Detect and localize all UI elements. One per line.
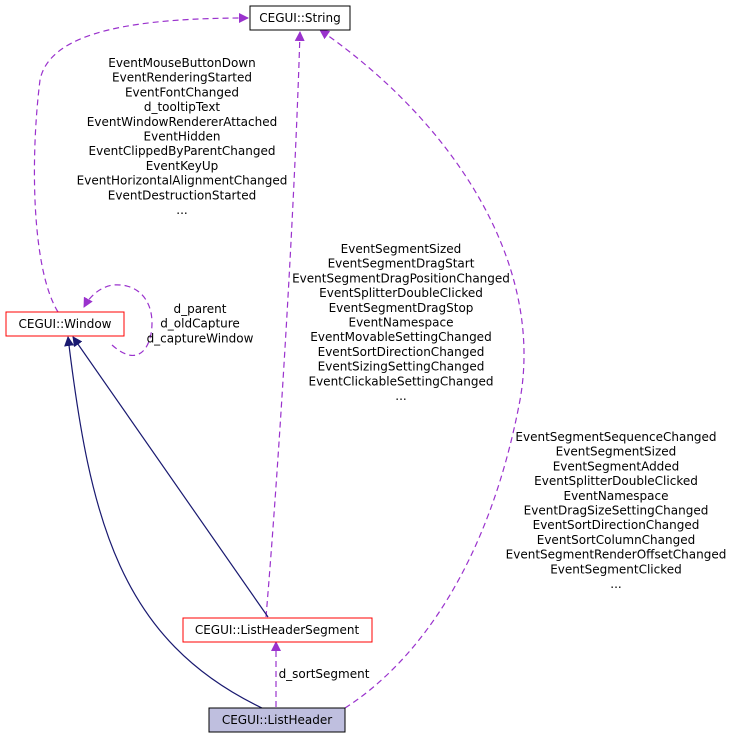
node-window-label: CEGUI::Window xyxy=(19,317,112,331)
label-line: EventSegmentAdded xyxy=(553,459,680,473)
node-list-header[interactable]: CEGUI::ListHeader xyxy=(208,707,346,733)
label-line: EventNamespace xyxy=(564,489,669,503)
label-line: EventSplitterDoubleClicked xyxy=(534,474,698,488)
node-string-label: CEGUI::String xyxy=(259,11,340,25)
node-string[interactable]: CEGUI::String xyxy=(249,5,351,31)
edge-header-to-window xyxy=(64,336,263,709)
label-line: EventSegmentSized xyxy=(341,242,462,256)
label-segment-to-string: EventSegmentSizedEventSegmentDragStartEv… xyxy=(292,242,510,403)
label-line: EventClippedByParentChanged xyxy=(89,144,276,158)
edge-segment-to-string xyxy=(265,31,305,618)
label-line: d_captureWindow xyxy=(147,331,254,345)
label-line: EventSizingSettingChanged xyxy=(318,360,485,374)
label-line: EventSegmentSequenceChanged xyxy=(515,430,716,444)
label-line: EventDragSizeSettingChanged xyxy=(524,504,709,518)
label-line: EventKeyUp xyxy=(146,159,219,173)
label-line: EventDestructionStarted xyxy=(108,188,256,202)
label-line: EventClickableSettingChanged xyxy=(309,374,494,388)
edge-window-to-string xyxy=(33,13,249,313)
node-list-header-label: CEGUI::ListHeader xyxy=(222,713,332,727)
label-header-to-segment-text: d_sortSegment xyxy=(279,667,370,681)
node-list-header-segment[interactable]: CEGUI::ListHeaderSegment xyxy=(182,617,373,643)
label-line: EventSegmentDragStart xyxy=(328,257,475,271)
label-line: EventMouseButtonDown xyxy=(108,56,256,70)
node-window[interactable]: CEGUI::Window xyxy=(5,311,125,337)
node-list-header-segment-label: CEGUI::ListHeaderSegment xyxy=(195,623,360,637)
label-line: EventHorizontalAlignmentChanged xyxy=(77,174,288,188)
label-header-to-string: EventSegmentSequenceChangedEventSegmentS… xyxy=(506,430,727,591)
label-line: EventSegmentRenderOffsetChanged xyxy=(506,548,727,562)
label-line: EventFontChanged xyxy=(125,85,239,99)
label-line: EventNamespace xyxy=(349,316,454,330)
label-line: ... xyxy=(176,203,187,217)
label-line: EventSegmentSized xyxy=(556,445,677,459)
label-line: EventSegmentDragStop xyxy=(329,301,474,315)
label-line: EventRenderingStarted xyxy=(112,71,252,85)
label-line: ... xyxy=(610,577,621,591)
label-line: EventSplitterDoubleClicked xyxy=(319,286,483,300)
label-line: ... xyxy=(395,389,406,403)
label-line: d_parent xyxy=(174,302,227,316)
label-line: EventSegmentDragPositionChanged xyxy=(292,271,510,285)
label-line: EventSortDirectionChanged xyxy=(533,518,700,532)
label-window-to-string: EventMouseButtonDownEventRenderingStarte… xyxy=(77,56,288,217)
edge-header-to-string xyxy=(319,29,525,709)
label-line: EventSortDirectionChanged xyxy=(318,345,485,359)
label-line: EventWindowRendererAttached xyxy=(87,115,277,129)
label-line: EventSortColumnChanged xyxy=(537,533,696,547)
label-line: EventMovableSettingChanged xyxy=(310,330,491,344)
label-line: EventSegmentClicked xyxy=(550,562,682,576)
label-header-to-segment: d_sortSegment xyxy=(279,667,370,681)
label-line: EventHidden xyxy=(144,130,221,144)
label-line: d_tooltipText xyxy=(144,100,221,114)
edge-segment-to-window xyxy=(72,336,269,618)
edge-window-self-loop xyxy=(83,284,153,357)
label-line: d_oldCapture xyxy=(160,317,240,331)
